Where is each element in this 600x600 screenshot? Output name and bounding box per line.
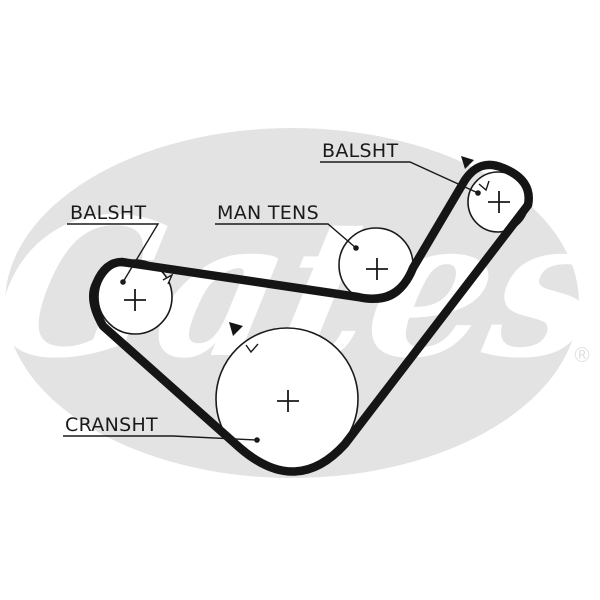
man-tens-leader bbox=[215, 223, 357, 249]
upper-balance-notch-icon bbox=[478, 180, 490, 192]
balsht-upper-dot bbox=[475, 190, 481, 196]
label-balsht-left: BALSHT bbox=[70, 202, 146, 224]
left-balance-notch-icon bbox=[162, 273, 174, 285]
man-tens-dot bbox=[353, 245, 359, 251]
label-man-tens: MAN TENS bbox=[217, 202, 319, 224]
balsht-left-leader bbox=[67, 223, 160, 283]
leader-dots bbox=[120, 190, 481, 443]
crankshaft-notch-icon bbox=[245, 343, 259, 354]
registered-mark: ® bbox=[572, 343, 592, 367]
balsht-left-dot bbox=[120, 279, 126, 285]
timing-belt bbox=[88, 160, 533, 476]
watermark-ellipse bbox=[5, 128, 579, 478]
left-balance-center-cross bbox=[124, 289, 146, 311]
upper-balance-timing-mark-icon bbox=[461, 156, 474, 169]
crankshaft-center-cross bbox=[277, 390, 299, 412]
timing-marks bbox=[162, 156, 490, 354]
tensioner-center-cross bbox=[366, 258, 388, 280]
cransht-leader bbox=[63, 435, 258, 441]
leader-lines bbox=[63, 161, 479, 441]
center-crosses bbox=[124, 191, 510, 412]
balsht-upper-leader bbox=[320, 161, 479, 194]
label-cransht: CRANSHT bbox=[65, 414, 158, 436]
label-balsht-upper: BALSHT bbox=[322, 140, 398, 162]
upper-balance-center-cross bbox=[488, 191, 510, 213]
cransht-dot bbox=[254, 437, 260, 443]
crankshaft-timing-mark-icon bbox=[229, 322, 243, 336]
